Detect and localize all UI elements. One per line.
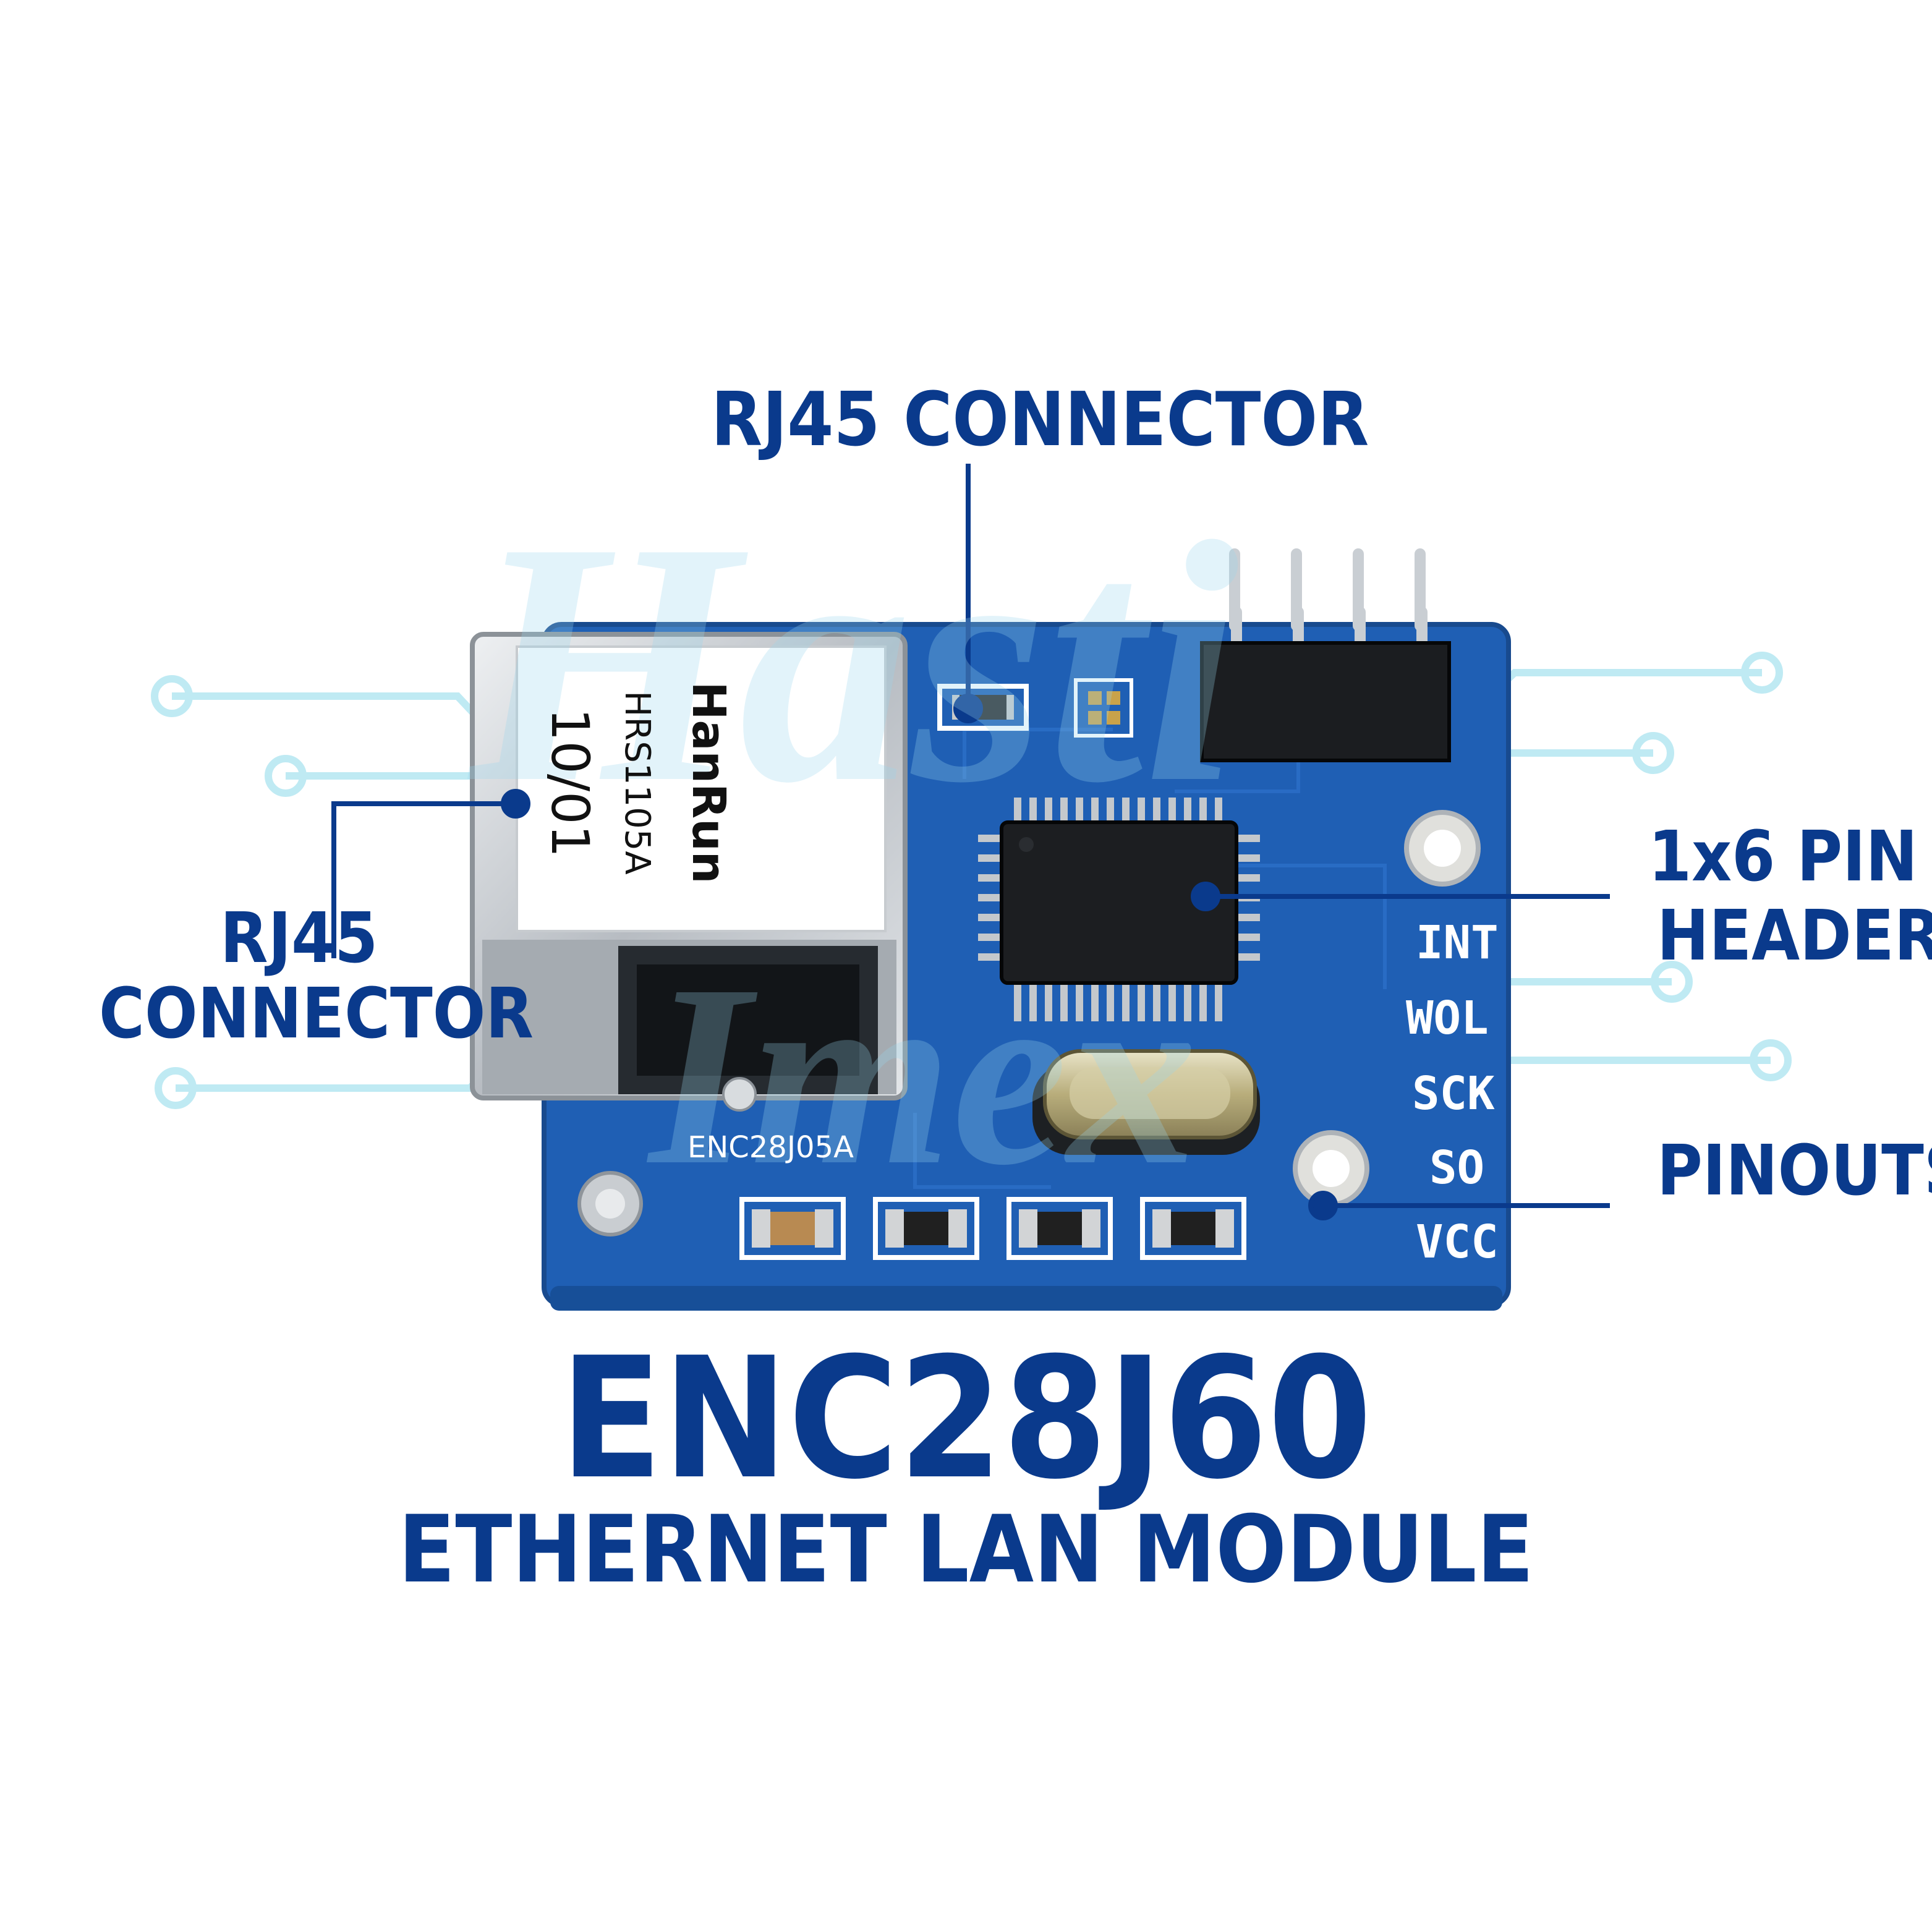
chip-pin [1091,798,1099,825]
chip-pin [1045,981,1052,1021]
mounting-holes [577,810,1481,1236]
chip-pin [978,953,1004,961]
chip-pin [978,894,1004,901]
page-title: ENC28J60 [560,1321,1372,1516]
page-subtitle: ETHERNET LAN MODULE [398,1496,1534,1604]
chip-pin [1014,798,1021,825]
chip-pin [1014,981,1021,1021]
chip-pin [1091,981,1099,1021]
chip-pin [1215,981,1222,1021]
jack-code-text: 10/01 [540,707,600,858]
chip-pin [1168,981,1176,1021]
callout-rj45-left-line2: CONNECTOR [99,974,534,1054]
chip-pin [1122,798,1130,825]
chip-pin [978,934,1004,941]
chip-pin [1060,981,1068,1021]
watermark-overlay: Hasti Imex [464,471,1240,1219]
chip-pin [1107,981,1114,1021]
chip-pin [1199,981,1207,1021]
jack-brand-text: HanRun [682,681,735,884]
callout-pin-header-line1: 1x6 PIN [1648,817,1918,897]
board-silkscreen-text: ENC28J05A [687,1130,854,1165]
callout-pin-header-line2: HEADER [1657,896,1932,976]
enc28j60-chip [978,798,1260,1021]
chip-pin [1076,981,1083,1021]
chip-pin [1234,934,1260,941]
svg-text:Hasti: Hasti [464,471,1240,854]
callout-rj45-left-line1: RJ45 [220,898,378,979]
chip-pin [1138,981,1145,1021]
chip-pin [1199,798,1207,825]
chip-pin [978,914,1004,921]
chip-pin [978,854,1004,862]
pin-label-wol: WOL [1406,992,1489,1045]
pin-label-int: INT [1416,916,1499,969]
chip-pin [1234,854,1260,862]
pin-header [1200,548,1451,762]
chip-pin [1029,798,1037,825]
pin-label-vcc: VCC [1416,1215,1499,1269]
chip-pin [1107,798,1114,825]
chip-pin [978,874,1004,882]
svg-text:Imex: Imex [645,931,1197,1219]
callout-pinouts: PINOUTS [1657,1131,1932,1211]
chip-pin [1153,981,1160,1021]
leader-lines [331,464,1610,1220]
callout-rj45-top: RJ45 CONNECTOR [711,377,1369,463]
chip-pin [1184,981,1191,1021]
chip-pin [1234,835,1260,842]
crystal-oscillator [1032,1049,1260,1155]
chip-pin [1153,798,1160,825]
chip-pin [1076,798,1083,825]
chip-pin [1234,874,1260,882]
pin-label-so: SO [1429,1141,1485,1194]
chip-pin [1184,798,1191,825]
chip-pin [1138,798,1145,825]
jack-model-text: HRS1105A [617,691,657,875]
chip-pin [1060,798,1068,825]
chip-pin [1215,798,1222,825]
rj45-jack [470,632,908,1112]
chip-pin [978,835,1004,842]
chip-pin [1234,914,1260,921]
chip-pin [1234,953,1260,961]
chip-pin [1122,981,1130,1021]
smd-components [739,678,1246,1260]
pin-label-sck: SCK [1412,1067,1495,1120]
chip-pin [1045,798,1052,825]
chip-pin [1168,798,1176,825]
chip-pin [1029,981,1037,1021]
